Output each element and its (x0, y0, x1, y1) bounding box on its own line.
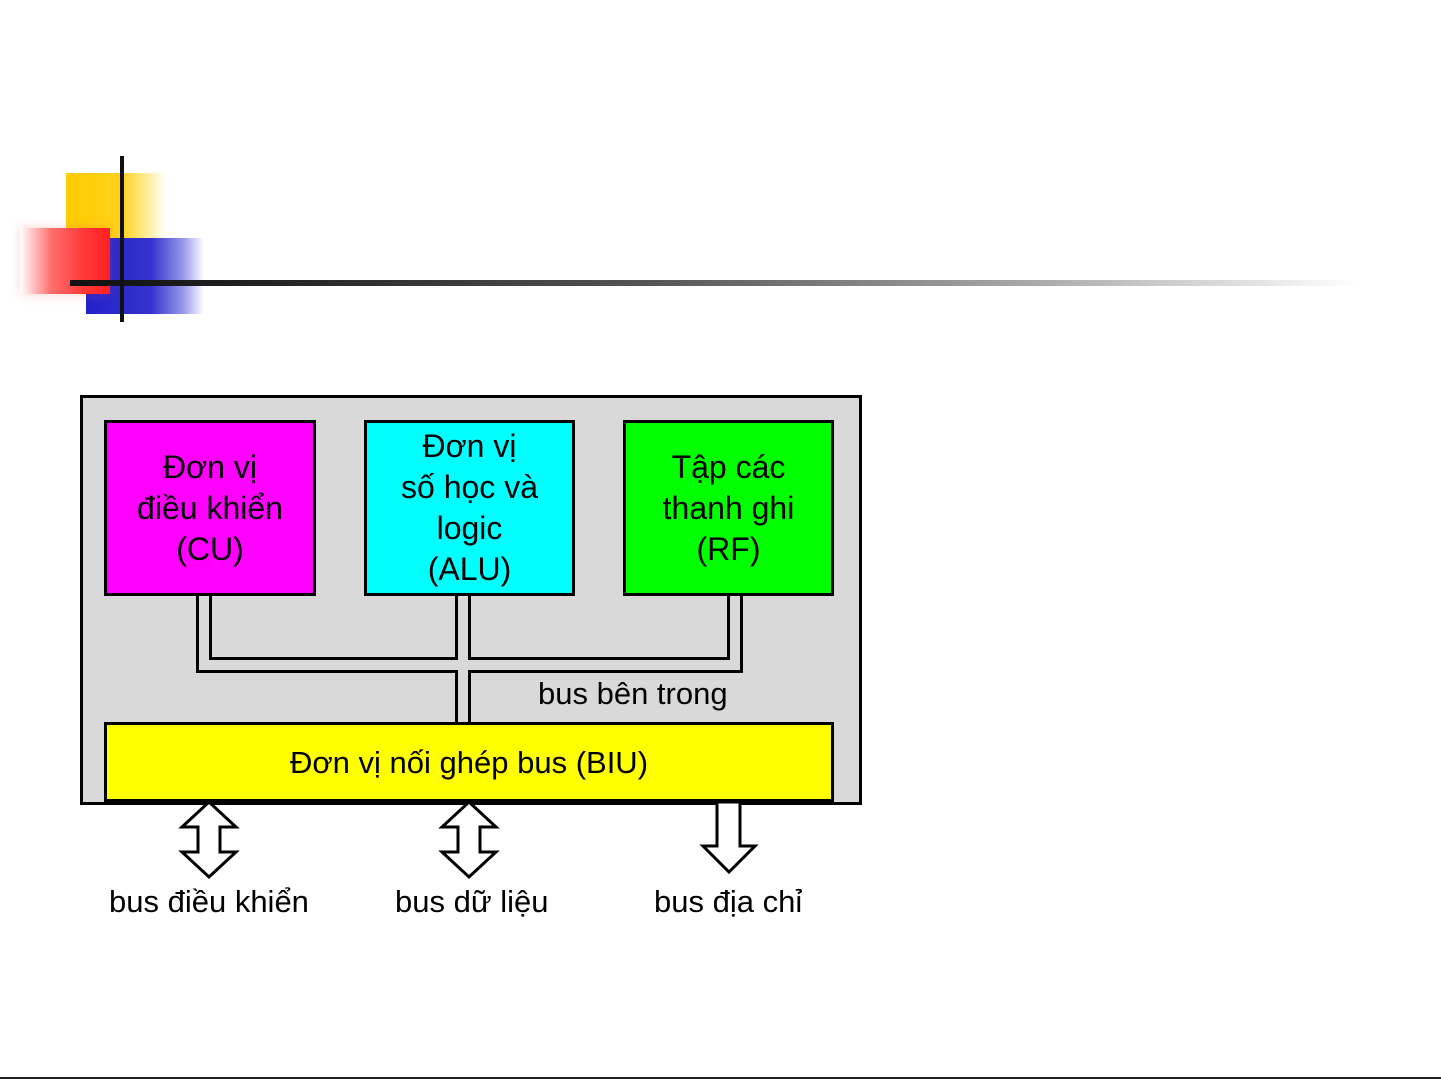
data-bus-label: bus dữ liệu (395, 884, 548, 920)
data-bus-double-arrow (442, 802, 496, 877)
bus-line-inner-right (468, 657, 730, 660)
bus-line-inner-left (209, 657, 458, 660)
bus-line-cu-outer (196, 596, 199, 672)
bus-line-alu-left (455, 596, 458, 659)
title-rule (70, 280, 1360, 286)
bus-line-alu-right (468, 596, 471, 659)
decor-vertical-line (120, 156, 124, 322)
bottom-rule (0, 1077, 1441, 1079)
internal-bus-label: bus bên trong (538, 676, 728, 712)
control-unit-box: Đơn vị điều khiển (CU) (104, 420, 316, 596)
bus-line-cu-inner (209, 596, 212, 659)
bus-line-rf-inner (727, 596, 730, 659)
bus-line-outer-right (468, 670, 743, 673)
bus-line-outer-left (196, 670, 458, 673)
bus-line-trunk-right (468, 670, 471, 723)
register-file-box: Tập các thanh ghi (RF) (623, 420, 834, 596)
bus-line-rf-outer (740, 596, 743, 672)
address-bus-down-arrow (703, 802, 755, 872)
address-bus-label: bus địa chỉ (654, 884, 802, 920)
alu-box: Đơn vị số học và logic (ALU) (364, 420, 575, 596)
bus-interface-unit-box: Đơn vị nối ghép bus (BIU) (104, 722, 834, 802)
bus-line-trunk-left (455, 670, 458, 723)
control-bus-double-arrow (182, 802, 236, 877)
control-bus-label: bus điều khiển (109, 884, 309, 920)
